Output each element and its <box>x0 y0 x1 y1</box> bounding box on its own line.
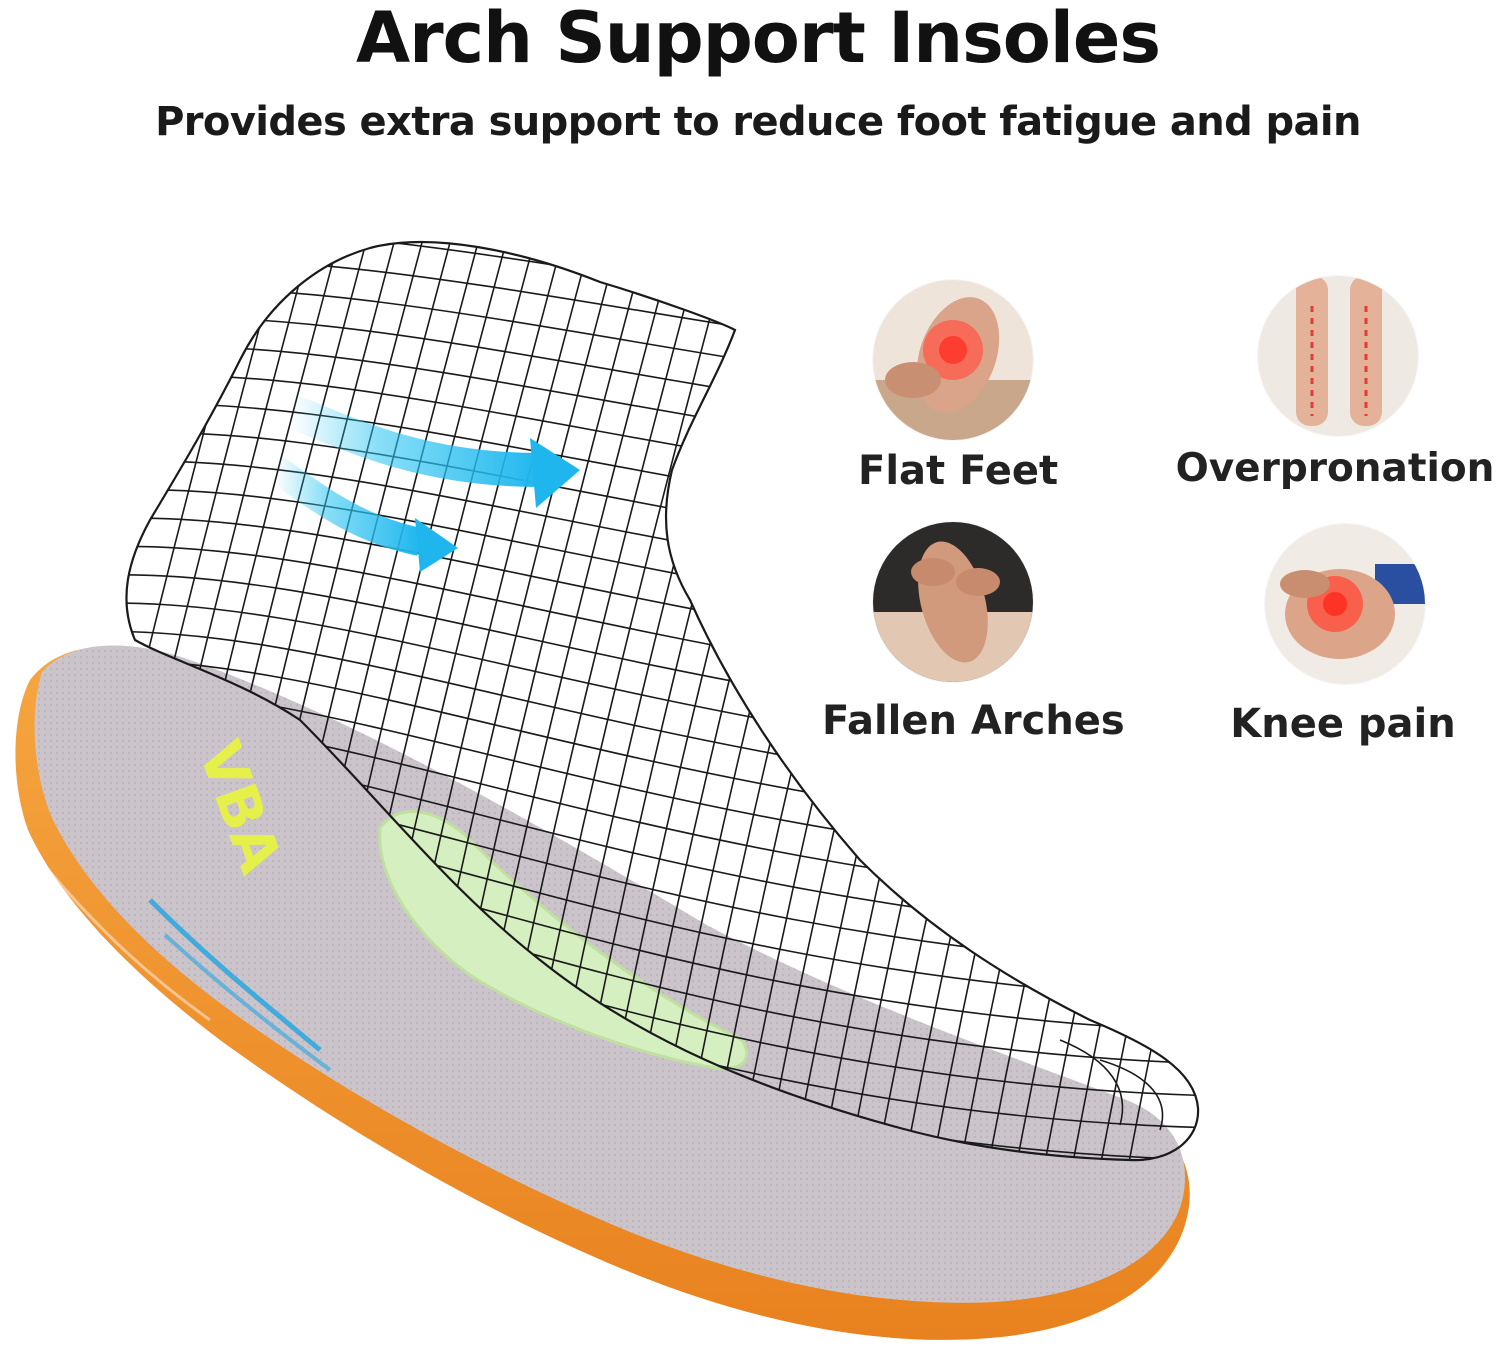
mesh-line <box>126 488 1199 649</box>
support-arrows <box>266 394 580 572</box>
page-title: Arch Support Insoles <box>355 0 1161 79</box>
condition-label-overpronation: Overpronation <box>1175 446 1495 491</box>
flat-feet-photo <box>873 280 1033 440</box>
mesh-line <box>126 517 1199 681</box>
condition-label-knee-pain: Knee pain <box>1230 701 1456 747</box>
knee-pain-photo <box>1265 524 1425 684</box>
mesh-line <box>1093 242 1199 1161</box>
arch-pad <box>378 810 749 1071</box>
condition-label-flat-feet: Flat Feet <box>858 448 1059 494</box>
overpronation-photo <box>1258 276 1418 436</box>
condition-label-fallen-arches: Fallen Arches <box>822 698 1125 744</box>
mesh-line <box>126 259 1199 393</box>
fallen-arches-photo <box>873 522 1033 682</box>
page-subtitle: Provides extra support to reduce foot fa… <box>155 99 1361 145</box>
mesh-line <box>126 288 1199 425</box>
